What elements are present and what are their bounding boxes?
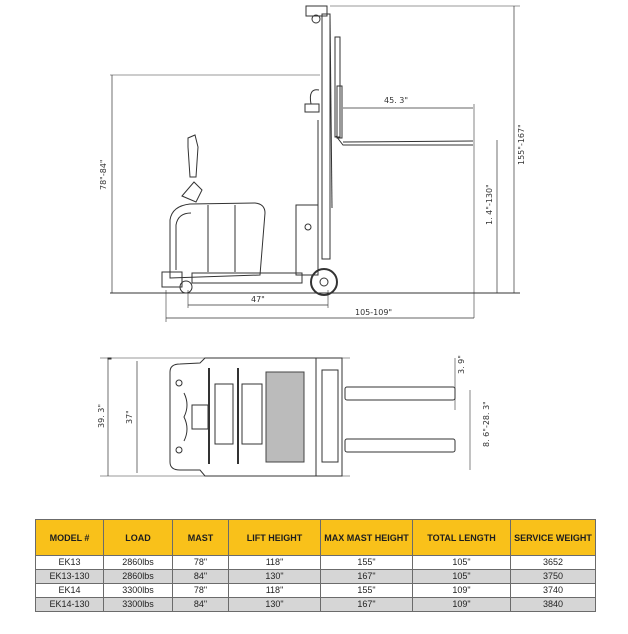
- dim-fork-spread: 8. 6"-28. 3": [482, 401, 491, 447]
- cell: 84": [172, 597, 229, 612]
- dim-overall-mast-height: 155"-167": [517, 124, 526, 165]
- table-header-row: MODEL # LOAD MAST LIFT HEIGHT MAX MAST H…: [35, 519, 596, 556]
- cell: 109": [412, 583, 511, 598]
- dim-mast-height: 78"-84": [99, 159, 108, 190]
- cell: 105": [412, 555, 511, 570]
- col-max-mast-height: MAX MAST HEIGHT: [320, 519, 413, 556]
- cell: 167": [320, 569, 413, 584]
- spec-table: MODEL # LOAD MAST LIFT HEIGHT MAX MAST H…: [35, 519, 596, 612]
- cell: 3840: [510, 597, 596, 612]
- cell: 155": [320, 583, 413, 598]
- dim-body-width: 37": [125, 410, 134, 424]
- cell: EK13-130: [35, 569, 104, 584]
- side-view: [110, 5, 520, 322]
- cell: EK14-130: [35, 597, 104, 612]
- col-lift-height: LIFT HEIGHT: [228, 519, 321, 556]
- cell: 78": [172, 555, 229, 570]
- dim-lift-height: 1. 4"-130": [485, 184, 494, 225]
- col-load: LOAD: [103, 519, 173, 556]
- col-total-length: TOTAL LENGTH: [412, 519, 511, 556]
- col-model: MODEL #: [35, 519, 104, 556]
- cell: 105": [412, 569, 511, 584]
- dim-load-center: 45. 3": [384, 96, 408, 105]
- cell: 3300lbs: [103, 583, 173, 598]
- cell: 118": [228, 583, 321, 598]
- cell: 84": [172, 569, 229, 584]
- dim-overall-width: 39. 3": [97, 404, 106, 428]
- cell: EK14: [35, 583, 104, 598]
- cell: 155": [320, 555, 413, 570]
- cell: 3300lbs: [103, 597, 173, 612]
- dim-wheelbase: 47": [251, 295, 265, 304]
- dim-total-length: 105-109": [355, 308, 392, 317]
- cell: 130": [228, 569, 321, 584]
- cell: 167": [320, 597, 413, 612]
- cell: 3652: [510, 555, 596, 570]
- cell: 118": [228, 555, 321, 570]
- cell: 2860lbs: [103, 569, 173, 584]
- cell: EK13: [35, 555, 104, 570]
- top-view: [100, 357, 471, 477]
- col-service-weight: SERVICE WEIGHT: [510, 519, 596, 556]
- forklift-drawing: 155"-167" 78"-84" 45. 3" 1. 4"-130" 47" …: [97, 5, 526, 477]
- cell: 3750: [510, 569, 596, 584]
- cell: 3740: [510, 583, 596, 598]
- cell: 109": [412, 597, 511, 612]
- cell: 2860lbs: [103, 555, 173, 570]
- cell: 78": [172, 583, 229, 598]
- col-mast: MAST: [172, 519, 229, 556]
- dim-fork-width: 3. 9": [457, 355, 466, 374]
- cell: 130": [228, 597, 321, 612]
